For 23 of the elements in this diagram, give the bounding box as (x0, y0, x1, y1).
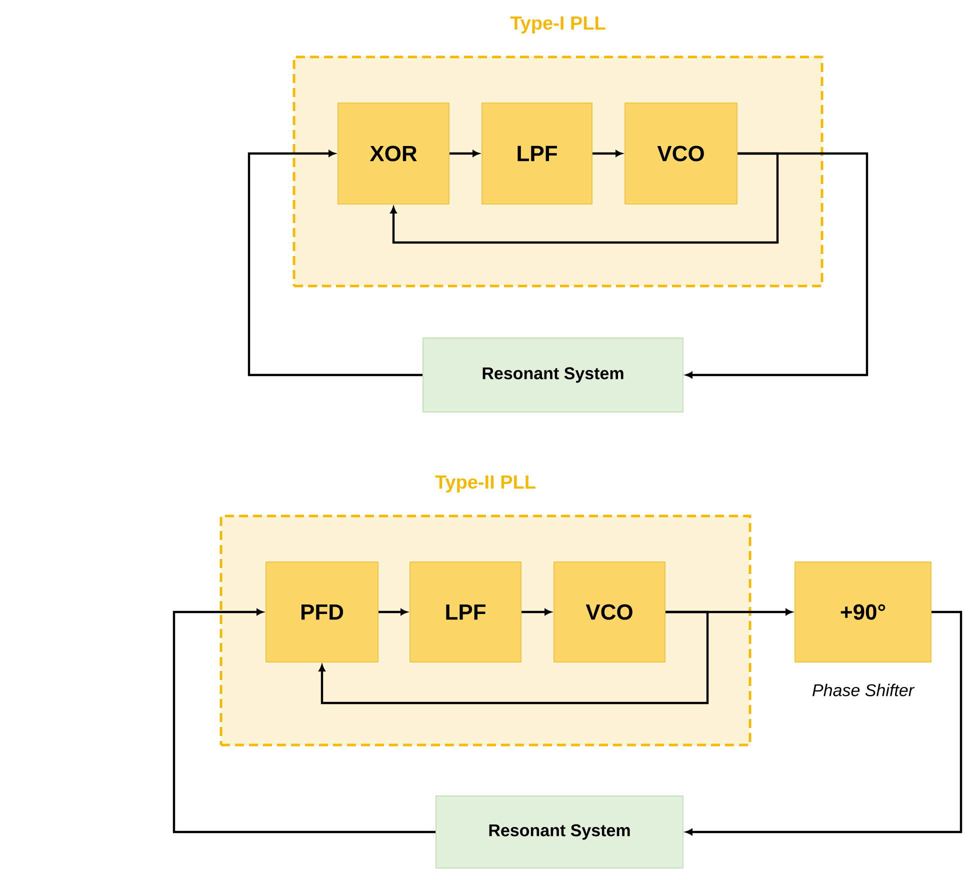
arrow (666, 608, 792, 616)
block-box: +90° (794, 562, 932, 662)
node-caption: Phase Shifter (812, 684, 915, 696)
arrow (248, 150, 422, 376)
frame-title: Type-II PLL (435, 476, 536, 492)
system-box: Resonant System (436, 796, 684, 868)
block-box: LPF (410, 562, 522, 662)
arrow (592, 150, 622, 157)
block-box: VCO (554, 562, 666, 662)
arrow (686, 610, 962, 836)
block-box: VCO (624, 102, 738, 204)
arrow (686, 152, 868, 378)
arrow (172, 608, 436, 834)
block-box: LPF (482, 102, 592, 204)
frame-title: Type-I PLL (510, 16, 606, 34)
arrow (378, 608, 408, 616)
arrow (522, 608, 552, 616)
arrow (318, 610, 709, 704)
system-box: Resonant System (422, 338, 684, 412)
block-box: XOR (338, 102, 450, 204)
arrow (450, 150, 480, 157)
arrow (390, 152, 779, 244)
block-box: PFD (266, 562, 378, 662)
